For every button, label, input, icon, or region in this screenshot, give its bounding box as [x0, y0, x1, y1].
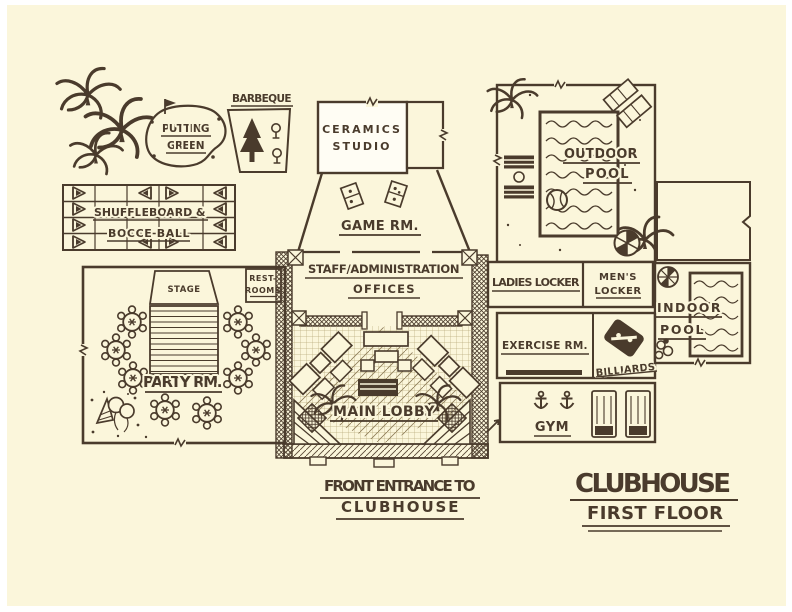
umbrella-icon	[657, 266, 679, 288]
front-entrance-label: FRONT ENTRANCE TO	[324, 477, 476, 495]
entry-walk	[283, 443, 489, 459]
outdoor-pool-area: OUTDOOR POOL	[486, 77, 751, 264]
stage: STAGE	[148, 270, 220, 305]
indoor-pool-room: INDOOR POOL	[653, 261, 752, 369]
lounge-chair-icon	[602, 77, 653, 129]
restrooms-label: REST-	[249, 274, 277, 283]
plan-subtitle: FIRST FLOOR	[587, 503, 725, 524]
mens-locker-label: MEN'S	[599, 272, 637, 283]
wall-break-icon	[553, 79, 567, 91]
ceramics-studio: CERAMICS STUDIO	[316, 96, 449, 175]
billiard-table-icon	[604, 319, 644, 357]
gym: GYM	[486, 381, 657, 444]
entry-step	[373, 458, 395, 468]
lounge-chair-icon	[503, 184, 535, 200]
dice-table-icon	[339, 181, 365, 211]
patio-table	[513, 171, 525, 183]
outdoor-pool-label: OUTDOOR	[564, 147, 638, 162]
flag-icon	[164, 99, 176, 114]
beach-ball-icon	[546, 189, 568, 211]
pillar	[457, 310, 473, 326]
shuffleboard-courts: SHUFFLEBOARD & BOCCE BALL	[62, 184, 236, 251]
entry-step	[441, 456, 459, 466]
staff-offices-label: STAFF/ADMINISTRATION	[308, 262, 460, 276]
party-room: STAGE PARTY RM.	[77, 265, 287, 449]
pine-tree-icon	[240, 118, 264, 162]
front-entrance-label2: CLUBHOUSE	[341, 498, 459, 516]
stage-label: STAGE	[167, 285, 200, 295]
putting-green-label: PUTTING	[162, 123, 210, 135]
wall-break-icon	[437, 128, 449, 142]
title-block: CLUBHOUSE FIRST FLOOR	[570, 469, 738, 532]
barbeque-area: BARBEQUE	[226, 93, 293, 173]
pillar	[461, 249, 478, 266]
wall-break-icon	[693, 357, 707, 369]
bocce-label: BOCCE BALL	[108, 227, 190, 240]
shuffleboard-label: SHUFFLEBOARD &	[94, 206, 206, 219]
indoor-pool-label: INDOOR	[657, 300, 721, 315]
ground-dots	[506, 93, 641, 252]
mens-locker-label2: LOCKER	[594, 286, 641, 297]
wall-break-icon	[365, 96, 379, 108]
putting-green: PUTTING GREEN	[145, 99, 227, 168]
wall-break-icon	[491, 153, 503, 167]
planter-icon	[296, 402, 328, 434]
chair	[360, 359, 375, 372]
outdoor-pool-label2: POOL	[585, 167, 629, 182]
entry-arrow	[486, 419, 500, 433]
exercise-billiards-block: EXERCISE RM. BILLIARDS	[495, 311, 658, 381]
front-entrance-caption: FRONT ENTRANCE TO CLUBHOUSE	[320, 477, 480, 520]
lobby-east-wall	[471, 254, 489, 459]
restrooms-label2: ROOMS	[245, 286, 281, 295]
ceramics-label2: STUDIO	[333, 140, 392, 153]
pinwheel-ball-icon	[613, 229, 641, 257]
wall-break-icon	[173, 437, 187, 449]
sofa-icon	[411, 334, 482, 400]
water-waves	[693, 280, 739, 352]
outdoor-pool	[538, 110, 620, 238]
ladies-locker-label: LADIES LOCKER	[492, 276, 580, 289]
game-room-label: GAME RM.	[341, 219, 419, 234]
exercise-bench	[506, 370, 582, 375]
party-room-label: PARTY RM.	[143, 373, 223, 391]
treadmill-icon	[591, 390, 617, 438]
reception-desk-icon	[358, 379, 398, 396]
chair	[397, 359, 412, 372]
lobby-block: STAFF/ADMINISTRATION OFFICES	[275, 249, 489, 468]
pillar	[291, 310, 307, 326]
locker-rooms: LADIES LOCKER MEN'S LOCKER	[486, 260, 655, 309]
plant-icon	[654, 338, 674, 360]
indoor-pool-label2: POOL	[660, 322, 704, 337]
ceramics-label: CERAMICS	[322, 123, 402, 136]
lobby-west-wall	[275, 251, 293, 459]
treadmill-icon	[625, 390, 651, 438]
dance-floor	[149, 305, 219, 375]
barbeque-label: BARBEQUE	[232, 93, 292, 105]
entry-step	[309, 456, 327, 466]
sofa-icon	[288, 330, 354, 401]
exercise-room-label: EXERCISE RM.	[502, 340, 588, 352]
game-room: GAME RM.	[296, 169, 472, 253]
wall-break-icon	[77, 343, 89, 357]
pool-deck	[656, 181, 751, 261]
putting-green-label2: GREEN	[167, 140, 205, 152]
balloons-icon	[107, 396, 135, 433]
pillar	[287, 249, 304, 266]
sofa-icon	[363, 331, 409, 347]
dice-table-icon	[383, 179, 409, 209]
staff-offices-label2: OFFICES	[353, 282, 415, 296]
lounge-chair-icon	[503, 154, 535, 170]
confetti-dots	[90, 390, 148, 439]
main-lobby-label: MAIN LOBBY	[333, 404, 435, 420]
restrooms: REST- ROOMS	[245, 268, 282, 303]
gym-label: GYM	[535, 420, 569, 435]
coffee-table	[374, 350, 399, 363]
plan-title: CLUBHOUSE	[575, 469, 733, 499]
